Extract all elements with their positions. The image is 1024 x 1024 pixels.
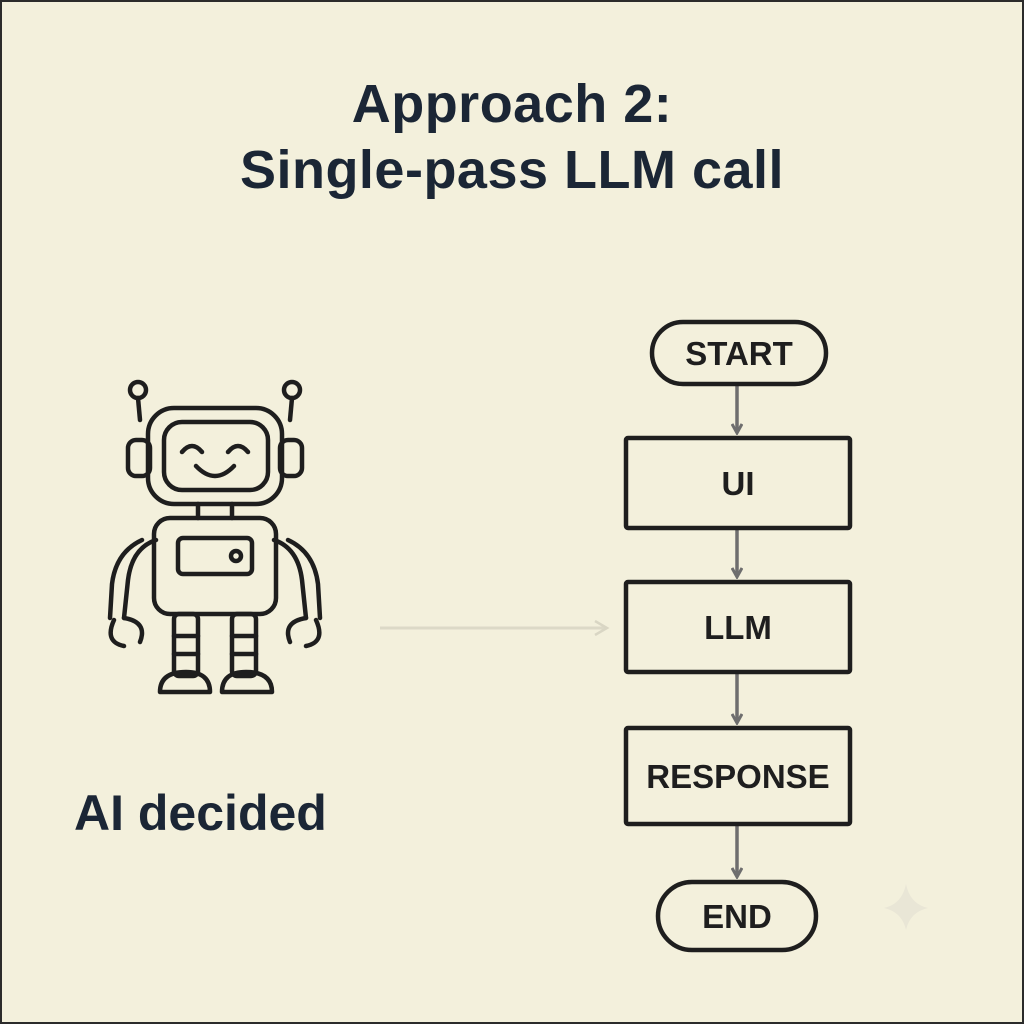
title-line-1: Approach 2: xyxy=(351,74,673,134)
flow-label-end: END xyxy=(702,898,772,935)
flow-node-start xyxy=(649,319,829,387)
flow-label-ui: UI xyxy=(722,465,755,502)
sparkle-icon xyxy=(884,884,928,930)
flow-node-end xyxy=(655,879,819,953)
flow-label-llm: LLM xyxy=(704,609,772,646)
flow-label-response: RESPONSE xyxy=(646,758,829,795)
flow-node-ui xyxy=(623,435,853,531)
flow-node-response xyxy=(623,725,853,827)
title-line-2: Single-pass LLM call xyxy=(239,139,785,200)
robot-icon xyxy=(107,379,323,695)
flow-node-llm xyxy=(623,579,853,675)
robot-caption: AI decided xyxy=(74,785,327,841)
flow-label-start: START xyxy=(685,335,793,372)
page-title: Approach 2: Single-pass LLM call xyxy=(0,72,1024,204)
